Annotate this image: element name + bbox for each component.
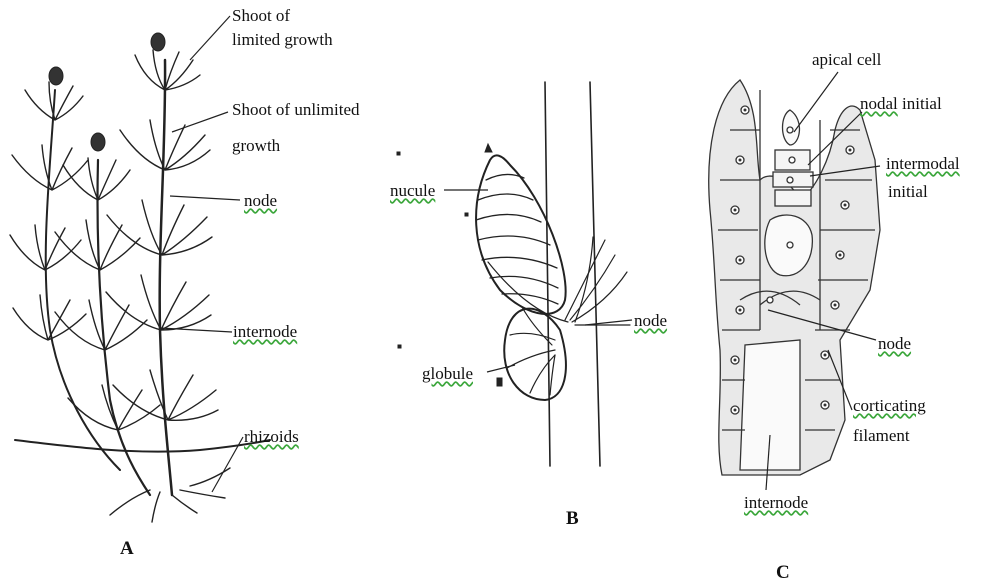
figure-caption-b: B: [566, 508, 579, 530]
label-node-b: node: [634, 311, 667, 331]
label-filament: filament: [853, 426, 910, 446]
label-nodal-word: nodal: [860, 94, 898, 113]
label-globule: globule: [422, 364, 473, 384]
label-internode-a: internode: [233, 322, 297, 342]
label-node-a: node: [244, 191, 277, 211]
label-initial-word: initial: [902, 94, 942, 113]
label-shoot-unlimited-line2: growth: [232, 136, 280, 156]
label-nucule: nucule: [390, 181, 435, 201]
label-shoot-limited-line1: Shoot of: [232, 6, 290, 26]
figure-caption-a: A: [120, 538, 134, 560]
label-nodal-initial: nodal initial: [860, 94, 942, 114]
figure-caption-c: C: [776, 562, 790, 584]
label-intermodal: intermodal: [886, 154, 960, 174]
label-intermodal-initial: initial: [888, 182, 928, 202]
nucule-globule-drawing: [397, 82, 630, 466]
label-node-c: node: [878, 334, 911, 354]
label-apical-cell: apical cell: [812, 50, 881, 70]
label-corticating: corticating: [853, 396, 926, 416]
label-shoot-limited-line2: limited growth: [232, 30, 333, 50]
chara-plant-drawing: [10, 33, 270, 522]
label-internode-c: internode: [744, 493, 808, 513]
label-shoot-unlimited-line1: Shoot of unlimited: [232, 100, 360, 120]
label-rhizoids: rhizoids: [244, 427, 299, 447]
